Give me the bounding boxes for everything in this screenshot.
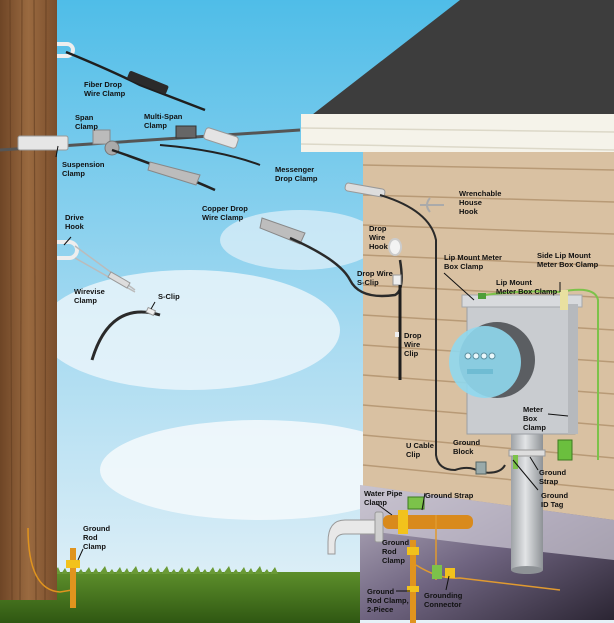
label-lip-mount-meter-box-clamp: Lip Mount Meter Box Clamp: [444, 253, 502, 271]
messenger-drop-clamp-device: [203, 127, 239, 149]
label-drop-wire-clip: Drop Wire Clip: [404, 331, 422, 358]
grounding-connector-device: [432, 565, 442, 579]
label-drop-wire-s-clip: Drop Wire S-Clip: [357, 269, 393, 287]
pole-texture: [9, 0, 47, 601]
messenger-drop-clamp-house: [344, 182, 386, 198]
wrenchable-house-hook-device: [420, 197, 444, 213]
leader-lines: [55, 145, 569, 592]
label-s-clip: S-Clip: [158, 292, 180, 301]
pole-ground-wire: [27, 527, 73, 593]
label-ground-rod-clamp-2-piece: Ground Rod Clamp, 2-Piece: [367, 587, 409, 614]
side-lip-clamp: [560, 290, 568, 310]
label-water-pipe-clamp: Water Pipe Clamp: [364, 489, 403, 507]
label-wrenchable-house-hook: Wrenchable House Hook: [459, 189, 502, 216]
faucet: [327, 519, 381, 555]
ground-block-device: [475, 461, 487, 475]
label-grounding-connector: Grounding Connector: [424, 591, 463, 609]
span-clamp-device: [92, 129, 111, 145]
water-pipe: [383, 515, 473, 529]
label-ground-block: Ground Block: [453, 438, 481, 456]
fiber-drop-wire-clamp-device: [127, 71, 169, 94]
meter-glass: [449, 326, 521, 398]
drive-hook-device: [57, 240, 79, 260]
meter-dials: [464, 352, 496, 360]
label-lip-mount-meter-box-clamp-2: Lip Mount Meter Box Clamp: [496, 278, 558, 296]
label-multi-span-clamp: Multi-Span Clamp: [144, 112, 183, 130]
label-copper-drop-wire-clamp: Copper Drop Wire Clamp: [202, 204, 248, 222]
cloud: [100, 420, 420, 520]
label-side-lip-mount-meter-box-clamp: Side Lip Mount Meter Box Clamp: [537, 251, 599, 269]
label-suspension-clamp: Suspension Clamp: [62, 160, 105, 178]
ground-id-tag-device: [513, 455, 518, 469]
service-wire: [379, 194, 481, 473]
label-ground-id-tag: Ground ID Tag: [541, 491, 569, 509]
label-drop-wire-hook: Drop Wire Hook: [369, 224, 388, 251]
ground-strap-device: [508, 449, 546, 457]
drop-wire-s-clip-device: [392, 274, 402, 286]
label-span-clamp: Span Clamp: [75, 113, 98, 131]
drop-wire-clip-device: [395, 332, 399, 337]
cloud: [40, 270, 340, 390]
utility-pole: [0, 0, 57, 600]
ground-lug: [557, 439, 573, 461]
roof: [308, 0, 614, 118]
house-copper-clamp: [259, 217, 306, 245]
label-messenger-drop-clamp: Messenger Drop Clamp: [275, 165, 318, 183]
label-ground-strap-meter: Ground Strap: [539, 468, 567, 486]
label-u-cable-clip: U Cable Clip: [406, 441, 434, 459]
multi-span-clamp-device: [175, 125, 197, 139]
fiber-hook: [57, 42, 75, 58]
label-drive-hook: Drive Hook: [65, 213, 84, 231]
s-clip-device: [145, 306, 157, 317]
grass: [0, 572, 360, 623]
copper-drop-wire-clamp-device: [147, 161, 201, 186]
label-ground-strap-pipe: Ground Strap: [425, 491, 474, 500]
label-wirevise-clamp: Wirevise Clamp: [74, 287, 105, 305]
grass-edge: [0, 566, 360, 574]
drop-wire-hook-device: [388, 238, 402, 256]
ground-strap-tag: [407, 496, 425, 510]
wirevise-clamp-device: [107, 271, 131, 289]
water-pipe-clamp-device: [398, 510, 408, 534]
label-ground-rod-clamp-house: Ground Rod Clamp: [382, 538, 410, 565]
label-meter-box-clamp: Meter Box Clamp: [523, 405, 546, 432]
suspension-clamp-device: [17, 135, 69, 151]
label-ground-rod-clamp-pole: Ground Rod Clamp: [83, 524, 111, 551]
lip-clamp: [478, 293, 486, 299]
drop-wire-span: [159, 144, 261, 166]
label-fiber-drop-wire-clamp: Fiber Drop Wire Clamp: [84, 80, 126, 98]
meter-mast: [511, 420, 543, 570]
fiber-drop-wire: [65, 50, 206, 112]
pole-ground-rod: [70, 548, 76, 608]
house-ground-rod: [410, 540, 416, 623]
